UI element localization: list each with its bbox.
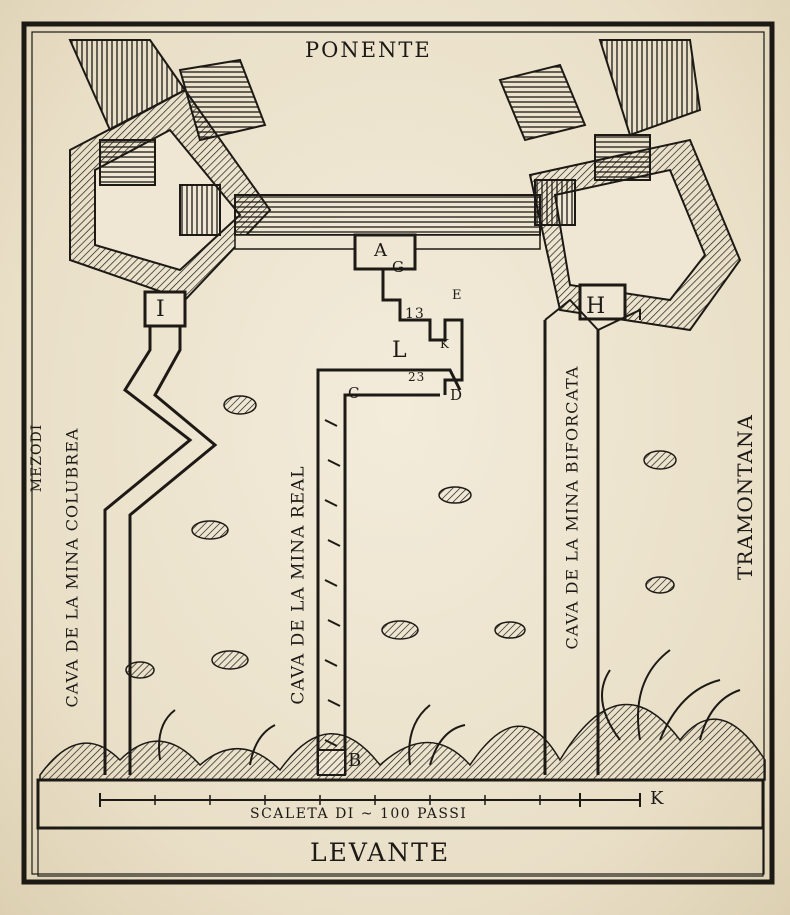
letter-b: B [348,750,363,771]
letter-l: L [392,338,408,363]
mine-colubrea-label: CAVA DE LA MINA COLUBREA [62,427,82,708]
mine-biforcata-label: CAVA DE LA MINA BIFORCATA [562,365,582,650]
mine-biforcata-tunnel [543,298,641,775]
tramontana-label: TRAMONTANA [733,414,757,580]
letter-d: D [450,386,464,404]
scale-label: SCALETA DI ~ 100 PASSI [250,806,468,822]
rocks [125,395,677,679]
letter-e: E [452,288,463,303]
mine-colubrea-tunnel [103,325,218,775]
letter-g: G [392,258,405,276]
number-23: 23 [408,370,426,384]
right-bastion [498,39,742,332]
letter-a: A [374,240,388,261]
letter-c: C [348,384,361,402]
left-bastion [68,39,272,328]
mine-gallery-path [381,268,464,395]
vegetation [39,649,766,781]
number-13: 13 [405,306,425,322]
mine-real-label: CAVA DE LA MINA REAL [288,465,309,705]
letter-h: H [586,294,607,319]
mine-real-tunnel [316,368,462,776]
scale-end-letter: K [650,788,665,809]
mezodi-label: MEZODI [29,423,45,493]
letter-k-gallery: K [440,337,450,351]
levante-label: LEVANTE [310,838,451,867]
ponente-label: PONENTE [305,38,432,62]
letter-i: I [156,297,166,322]
curtain-wall [234,194,541,271]
